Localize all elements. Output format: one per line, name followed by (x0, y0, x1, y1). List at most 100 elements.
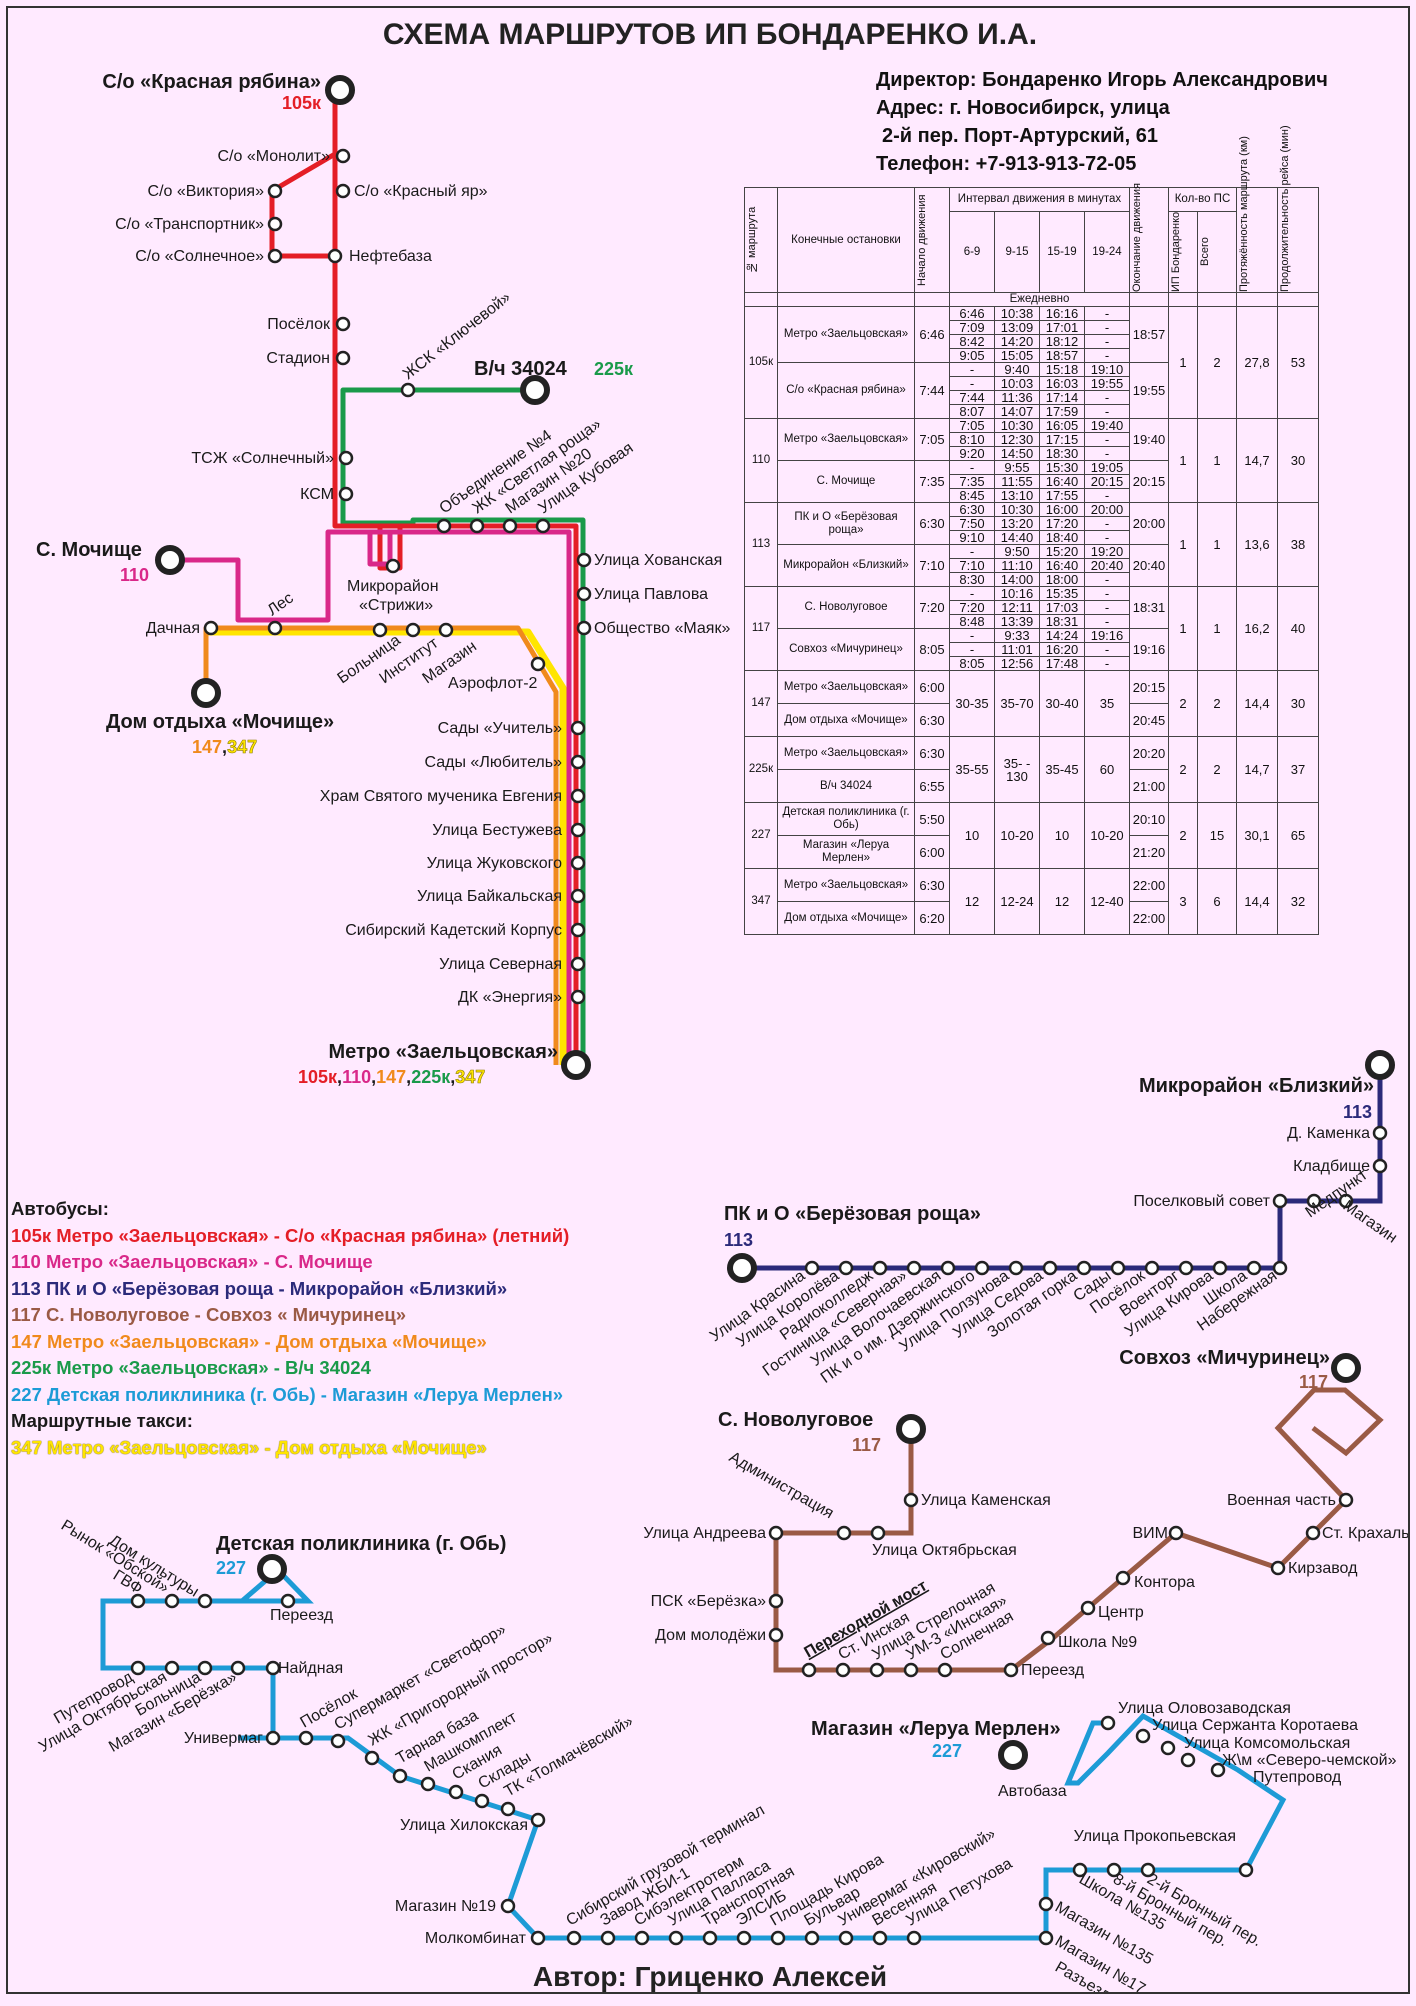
departure-time: 18:12 (1039, 334, 1085, 349)
col-header-length: Протяжённость маршрута (км) (1238, 136, 1250, 292)
end-time: 20:15 (1129, 670, 1169, 704)
departure-time: 11:10 (994, 558, 1040, 573)
stop-label: ТСЖ «Солнечный» (191, 450, 334, 467)
table-cell (744, 292, 778, 307)
terminal-metro[interactable] (561, 1050, 591, 1080)
departure-time: - (949, 460, 995, 475)
interval: 10 (1039, 802, 1085, 869)
stop-label: Лес (265, 590, 297, 620)
stop-label: Улица Бестужева (432, 822, 562, 839)
terminal-label-red-ryabina: С/о «Красная рябина» (102, 71, 321, 93)
departure-time: 13:09 (994, 320, 1040, 335)
legend-item: 227 Детская поликлиника (г. Обь) - Магаз… (11, 1383, 564, 1405)
terminal-vch[interactable] (520, 375, 550, 405)
route-length: 16,2 (1236, 586, 1278, 671)
terminal-stop: Метро «Заельцовская» (777, 306, 915, 363)
end-time: 19:55 (1129, 362, 1169, 419)
terminal-stop: С. Мочище (777, 460, 915, 503)
departure-time: 19:05 (1084, 460, 1130, 475)
stop-label: Кирзавод (1288, 1560, 1358, 1577)
stop-label: Улица Хилокская (400, 1817, 528, 1834)
interval: 10-20 (1084, 802, 1130, 869)
stop-label: «Стрижи» (359, 597, 433, 614)
ip-count: 2 (1168, 736, 1198, 803)
terminal-red-ryabina[interactable] (325, 75, 355, 105)
terminal-code-110: 110 (120, 565, 149, 585)
legend-taxi-items: 347 Метро «Заельцовская» - Дом отдыха «М… (11, 1435, 569, 1462)
route-number: 110 (744, 418, 778, 503)
departure-time: 13:10 (994, 488, 1040, 503)
start-time: 6:46 (914, 306, 950, 363)
departure-time: - (1084, 572, 1130, 587)
departure-time: - (1084, 516, 1130, 531)
terminal-michurinets[interactable] (1331, 1353, 1361, 1383)
terminal-code-117: 117 (1299, 1372, 1328, 1392)
route-length: 14,4 (1236, 670, 1278, 737)
terminal-novolugovoe[interactable] (896, 1414, 926, 1444)
interval: 35-45 (1039, 736, 1085, 803)
terminal-label-michurinets: Совхоз «Мичуринец» (1119, 1347, 1330, 1369)
phone-line: Телефон: +7-913-913-72-05 (876, 153, 1137, 175)
terminal-leroy[interactable] (998, 1740, 1028, 1770)
stop-label: Переезд (1021, 1662, 1085, 1679)
end-time: 20:45 (1129, 703, 1169, 737)
terminal-roscha[interactable] (727, 1253, 757, 1283)
stop-label: Улица Октябрьская (872, 1542, 1017, 1559)
departure-time: 17:59 (1039, 404, 1085, 419)
start-time: 7:35 (914, 460, 950, 503)
interval: 35-55 (949, 736, 995, 803)
stop-label: Поселковый совет (1133, 1193, 1270, 1210)
terminal-codes-metro: 105к,110,147,225к,347 (298, 1067, 485, 1087)
address-line: Адрес: г. Новосибирск, улица (876, 97, 1170, 119)
departure-time: 17:15 (1039, 432, 1085, 447)
departure-time: 7:44 (949, 390, 995, 405)
col-header-duration: Продолжительность рейса (мин) (1279, 125, 1291, 292)
start-time: 8:05 (914, 628, 950, 671)
departure-time: 12:30 (994, 432, 1040, 447)
end-time: 22:00 (1129, 901, 1169, 935)
route-117-path (773, 1387, 1384, 1673)
stop-markers-227 (130, 1593, 1254, 1946)
trip-duration: 30 (1277, 670, 1319, 737)
terminal-mochische[interactable] (155, 545, 185, 575)
terminal-stop: Метро «Заельцовская» (777, 868, 915, 902)
stop-label: Ст. Крахаль (1322, 1525, 1408, 1542)
terminal-poliklinika[interactable] (257, 1554, 287, 1584)
departure-time: 17:01 (1039, 320, 1085, 335)
stop-label: ПСК «Берёзка» (651, 1593, 767, 1610)
stop-label: Д. Каменка (1287, 1125, 1370, 1142)
departure-time: 7:35 (949, 474, 995, 489)
departure-time: - (1084, 446, 1130, 461)
director-line: Директор: Бондаренко Игорь Александрович (876, 69, 1328, 91)
table-cell (1197, 292, 1237, 307)
departure-time: 7:20 (949, 600, 995, 615)
legend-item: 225к Метро «Заельцовская» - В/ч 34024 (11, 1357, 371, 1378)
start-time: 7:20 (914, 586, 950, 629)
departure-time: 8:05 (949, 656, 995, 671)
interval: 12-24 (994, 868, 1040, 935)
interval: 30-40 (1039, 670, 1085, 737)
end-time: 19:16 (1129, 628, 1169, 671)
departure-time: 8:30 (949, 572, 995, 587)
terminal-label-roscha: ПК и О «Берёзовая роща» (724, 1203, 981, 1225)
departure-time: 7:05 (949, 418, 995, 433)
end-time: 22:00 (1129, 868, 1169, 902)
terminal-blizkiy[interactable] (1365, 1050, 1395, 1080)
terminal-dom-otdyha[interactable] (191, 678, 221, 708)
table-cell (914, 292, 950, 307)
departure-time: 18:31 (1039, 614, 1085, 629)
stop-label: КСМ (300, 486, 334, 503)
departure-time: - (949, 642, 995, 657)
departure-time: 16:40 (1039, 474, 1085, 489)
interval: 12-40 (1084, 868, 1130, 935)
start-time: 6:00 (914, 670, 950, 704)
total-count: 2 (1197, 306, 1237, 419)
departure-time: 10:30 (994, 418, 1040, 433)
stop-label: Дом молодёжи (655, 1627, 766, 1644)
schedule-table: № маршрута Конечные остановки Начало дви… (744, 125, 1319, 935)
total-count: 1 (1197, 502, 1237, 587)
col-header-interval: Интервал движения в минутах (949, 187, 1130, 212)
